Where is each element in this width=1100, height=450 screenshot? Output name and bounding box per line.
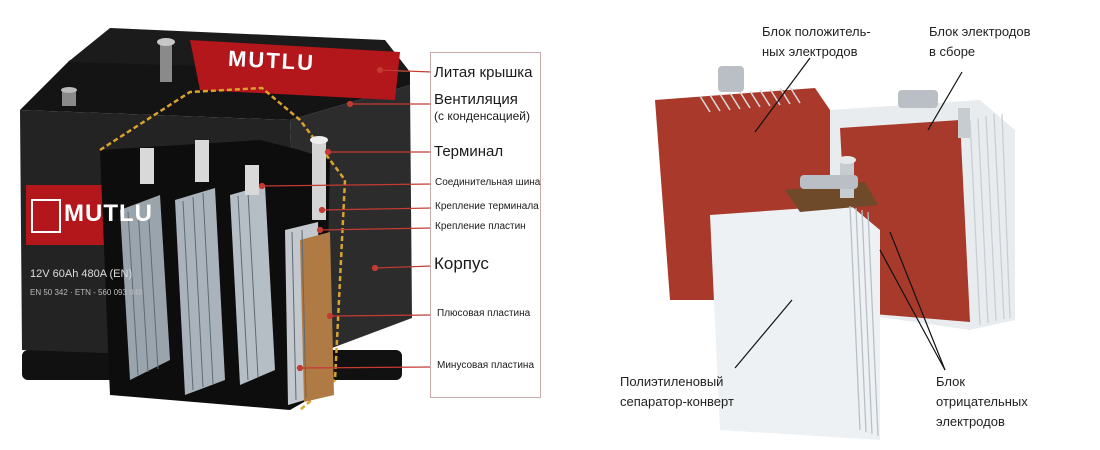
positive-block-line2: ных электродов: [762, 44, 858, 59]
code-text: EN 50 342 · ETN - 560 093 048: [30, 288, 143, 297]
electrodes-illustration: [655, 57, 1015, 440]
label-minus-plate: Минусовая пластина: [437, 360, 535, 371]
label-case: Корпус: [434, 254, 489, 273]
left-terminal: [62, 90, 76, 106]
bus-bars: [140, 140, 259, 195]
negative-block: [710, 156, 880, 440]
positive-block-line1: Блок положитель-: [762, 24, 871, 39]
negative-block-line2: отрицательных: [936, 394, 1028, 409]
center-post: [160, 42, 172, 82]
label-vent-sub: (с конденсацией): [434, 109, 530, 123]
label-plus-plate: Плюсовая пластина: [437, 308, 531, 319]
electrodes-panel: Блок положитель- ных электродов Блок эле…: [560, 0, 1100, 450]
label-terminal: Терминал: [434, 143, 504, 160]
negative-block-line1: Блок: [936, 374, 966, 389]
separator-line1: Полиэтиленовый: [620, 374, 724, 389]
negative-block-line3: электродов: [936, 414, 1005, 429]
separator-label: Полиэтиленовый сепаратор-конверт: [620, 372, 734, 412]
leader-lines: [258, 66, 433, 372]
label-lid: Литая крышка: [434, 64, 533, 81]
label-bus: Соединительная шина: [435, 177, 541, 188]
separator-line2: сепаратор-конверт: [620, 394, 734, 409]
plate-stripes: [127, 191, 307, 401]
brand-front-text: MUTLU: [64, 200, 153, 227]
cutaway-outline: [99, 86, 347, 411]
battery-cutaway-panel: MUTLU MUTLU 12V 60Ah 480A (EN) EN 50 342…: [20, 28, 541, 411]
assembled-block-line2: в сборе: [929, 44, 976, 59]
positive-block-label: Блок положитель- ных электродов: [762, 22, 871, 62]
inner-terminal: [312, 140, 326, 220]
battery-illustration: [20, 28, 433, 411]
negative-block-label: Блок отрицательных электродов: [936, 372, 1028, 432]
brand-top-text: MUTLU: [227, 45, 316, 76]
label-vent: Вентиляция: [434, 91, 518, 108]
electrode-leaders: [734, 57, 963, 371]
spec-text: 12V 60Ah 480A (EN): [30, 268, 133, 280]
callout-frame: [430, 52, 541, 398]
label-plate-mount: Крепление пластин: [435, 221, 526, 232]
assembled-block-label: Блок электродов в сборе: [929, 22, 1031, 62]
brand-band: [190, 40, 400, 100]
label-term-mount: Крепление терминала: [435, 201, 539, 212]
assembled-block-line1: Блок электродов: [929, 24, 1031, 39]
